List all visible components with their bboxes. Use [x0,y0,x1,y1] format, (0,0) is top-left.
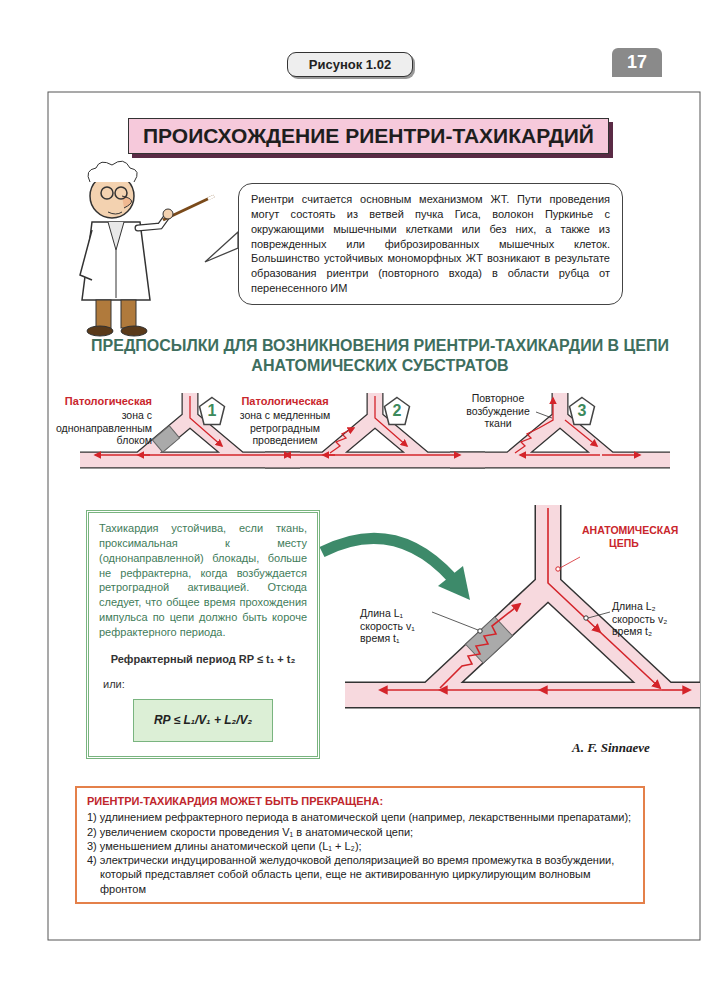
node-text-block: 4) электрически индуцированной желудочко… [87,853,633,896]
path-shape [662,689,690,691]
path-shape [80,230,92,280]
path-shape [417,454,460,455]
node-text: Тахикардия устойчива, если ткань, прокси… [99,521,307,640]
path-shape [323,454,417,455]
path-shape [232,454,290,455]
zone-label: зона с медленным ретроградным проведение… [232,409,338,447]
page-frame [48,92,700,940]
line-shape [208,196,214,199]
zone-label: Патологическая [52,395,152,408]
page-number-tab: 17 [612,48,662,77]
leader-line [432,612,478,630]
zone-label: Патологическая [232,395,338,408]
path-shape [520,454,600,455]
node-text: 1 [198,396,226,426]
node-text: 2 [383,396,411,426]
title-text: ПРОИСХОЖДЕНИЕ РИЕНТРИ-ТАХИКАРДИЙ [143,124,594,148]
leader-line [588,612,610,618]
professor-figure [80,161,214,336]
bubble-tail [205,232,238,262]
speech-bubble: Риентри считается основным механизмом ЖТ… [238,183,623,305]
path-shape [88,161,137,182]
figure-tag: Рисунок 1.02 [287,52,413,77]
termination-box: РИЕНТРИ-ТАХИКАРДИЯ МОЖЕТ БЫТЬ ПРЕКРАЩЕНА… [75,786,645,904]
impulse-arrows [380,508,690,690]
zone-label: зона с однонаправленным блоком [52,409,152,447]
leader-dot [478,629,482,633]
callout-pentagon: 2 [383,396,411,426]
circuit-label: АНАТОМИЧЕСКАЯ ЦЕПЬ [582,524,666,549]
path-shape [95,454,150,455]
title-box: ПРОИСХОЖДЕНИЕ РИЕНТРИ-ТАХИКАРДИЙ [128,118,609,154]
leader-dot [584,616,588,620]
path-shape [602,454,640,455]
ellipse-shape [121,326,147,336]
node-text: Рисунок 1.02 [294,57,406,72]
node-text-block: или: [103,677,307,692]
block-zone [466,617,513,663]
circuit-outline [345,505,700,695]
block-zone [152,426,179,452]
path-shape [330,428,354,453]
path-shape [540,689,662,691]
leader-dot [556,567,560,571]
use-shape [450,393,670,460]
node-text-block: 1) удлинением рефрактерного периода в ан… [87,810,633,824]
explanation-box: Тахикардия устойчива, если ткань, прокси… [86,510,320,759]
leader-line [536,412,552,418]
ellipse-shape [87,326,113,336]
impulse-arrows [515,398,640,455]
node-text: РИЕНТРИ-ТАХИКАРДИЯ МОЖЕТ БЫТЬ ПРЕКРАЩЕНА… [87,794,633,808]
rect-shape [121,300,136,328]
callout-pentagon: 1 [198,396,226,426]
path-shape [138,454,232,455]
path-shape [600,632,660,688]
path-shape [108,212,122,214]
pointer-arrow-head [438,566,470,600]
node-text: 3 [568,396,596,426]
use-shape [450,393,670,460]
node-text: Риентри считается основным механизмом ЖТ… [251,192,610,296]
leader-line [560,557,580,568]
zone-label: Повторное возбуждение ткани [460,392,536,430]
path-shape [108,222,124,250]
rect-shape [96,300,111,328]
callout-pentagon: 3 [568,396,596,426]
formula-box: RP ≤ L₁/V₁ + L₂/V₂ [133,699,273,741]
signature: A. F. Sinnaeve [556,740,666,756]
node-text-block: 3) уменьшением длины анатомической цепи … [87,839,633,853]
node-text-block: 2) увеличением скорости проведения V₁ в … [87,825,633,839]
path-shape [380,689,440,691]
path-shape [82,222,150,300]
circle-shape [115,187,127,199]
path-shape [285,454,335,455]
section-heading: ПРЕДПОСЫЛКИ ДЛЯ ВОЗНИКНОВЕНИЯ РИЕНТРИ-ТА… [80,336,680,376]
line-shape [163,196,214,220]
circle-shape [163,209,173,219]
segment-label: Длина L₂ скорость v₂ время t₂ [612,600,688,638]
node-text: RP ≤ L₁/V₁ + L₂/V₂ [138,712,268,728]
pointer-arrow [322,538,452,578]
node-text-block: Рефрактерный период RP ≤ t₁ + t₂ [99,652,307,667]
line-shape [116,250,117,298]
circle-shape [101,187,113,199]
node-text: 17 [612,52,662,73]
path-shape [440,604,520,688]
segment-label: Длина L₁ скорость v₁ время t₁ [360,607,432,645]
path-shape [440,689,540,691]
circuit-band [345,505,700,695]
